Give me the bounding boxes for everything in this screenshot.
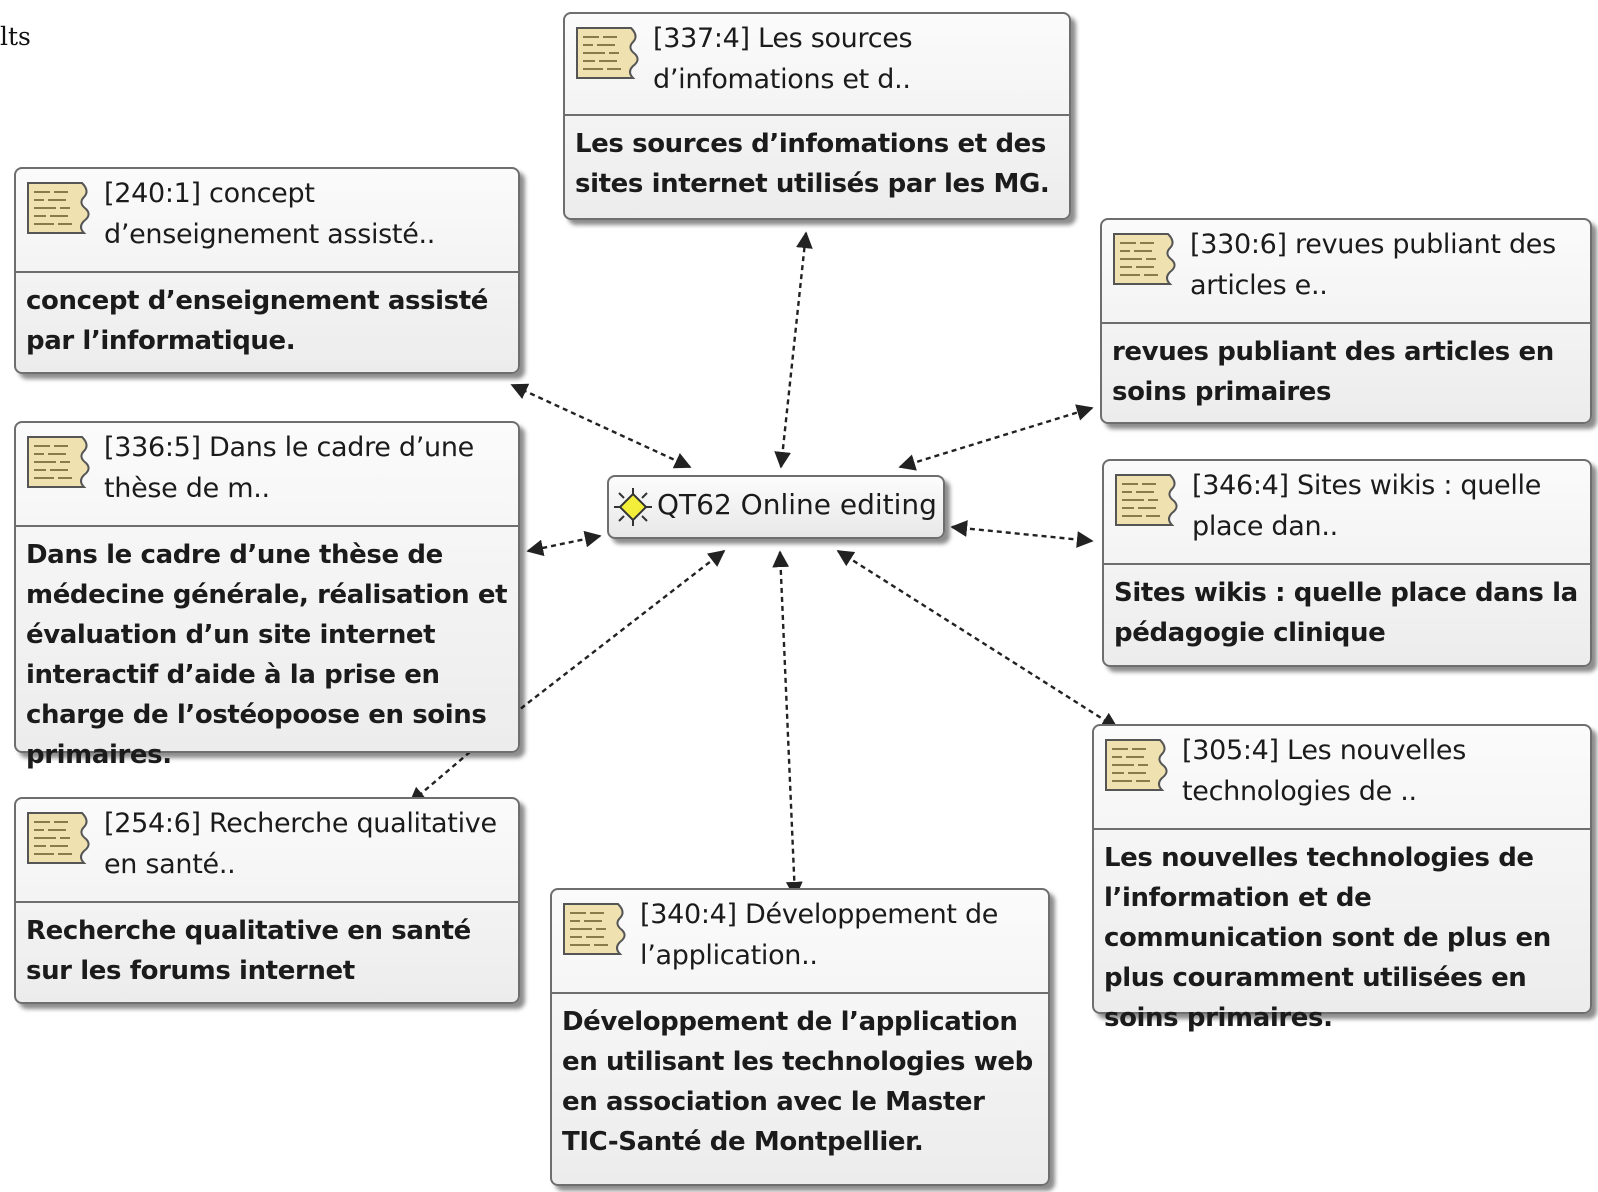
node-337-4[interactable]: [337:4] Les sources d’infomations et d..…	[563, 12, 1071, 220]
node-title: [240:1] concept d’enseignement assisté..	[104, 178, 436, 250]
node-header: [336:5] Dans le cadre d’une thèse de m..	[16, 423, 518, 527]
node-header: [337:4] Les sources d’infomations et d..	[565, 14, 1069, 116]
node-comment: Dans le cadre d’une thèse de médecine gé…	[26, 540, 508, 770]
center-node-qt62[interactable]: QT62 Online editing	[607, 475, 945, 539]
node-comment: Recherche qualitative en santé sur les f…	[26, 916, 471, 986]
node-header: [305:4] Les nouvelles technologies de ..	[1094, 726, 1590, 830]
link-340-4	[772, 550, 803, 899]
node-comment: Les nouvelles technologies de l’informat…	[1104, 843, 1551, 1033]
document-icon	[563, 903, 626, 955]
link-240-1	[510, 383, 692, 469]
node-240-1[interactable]: [240:1] concept d’enseignement assisté..…	[14, 167, 520, 374]
link-337-4	[774, 231, 813, 469]
node-comment: concept d’enseignement assisté par l’inf…	[26, 286, 488, 356]
node-title: [330:6] revues publiant des articles e..	[1190, 229, 1556, 301]
node-254-6[interactable]: [254:6] Recherche qualitative en santé..…	[14, 797, 520, 1004]
node-header: [346:4] Sites wikis : quelle place dan..	[1104, 461, 1590, 565]
document-icon	[1105, 739, 1168, 791]
document-icon	[1113, 233, 1176, 285]
node-comment: revues publiant des articles en soins pr…	[1112, 337, 1554, 407]
document-icon	[27, 182, 90, 234]
node-title: [254:6] Recherche qualitative en santé..	[104, 808, 497, 880]
node-comment: Développement de l’application en utilis…	[562, 1007, 1033, 1157]
center-node-label: QT62 Online editing	[657, 488, 937, 521]
node-336-5[interactable]: [336:5] Dans le cadre d’une thèse de m..…	[14, 421, 520, 770]
node-title: [346:4] Sites wikis : quelle place dan..	[1192, 470, 1542, 542]
document-icon	[1115, 474, 1178, 526]
link-254-6	[408, 549, 726, 805]
link-305-4	[836, 549, 1119, 730]
node-346-4[interactable]: [346:4] Sites wikis : quelle place dan..…	[1102, 459, 1592, 667]
link-346-4	[950, 520, 1094, 548]
node-title: [305:4] Les nouvelles technologies de ..	[1182, 735, 1467, 807]
node-title: [336:5] Dans le cadre d’une thèse de m..	[104, 432, 474, 504]
sun-network-icon	[614, 488, 652, 526]
node-header: [240:1] concept d’enseignement assisté..	[16, 169, 518, 273]
stray-text: lts	[0, 22, 31, 51]
node-title: [337:4] Les sources d’infomations et d..	[653, 23, 913, 95]
node-title: [340:4] Développement de l’application..	[640, 899, 999, 971]
link-330-6	[898, 404, 1094, 471]
node-330-6[interactable]: [330:6] revues publiant des articles e..…	[1100, 218, 1592, 424]
document-icon	[27, 436, 90, 488]
link-336-5	[526, 530, 602, 557]
node-header: [340:4] Développement de l’application..	[552, 890, 1048, 994]
node-comment: Sites wikis : quelle place dans la pédag…	[1114, 578, 1578, 648]
node-comment: Les sources d’infomations et des sites i…	[575, 129, 1050, 199]
document-icon	[576, 27, 639, 79]
node-305-4[interactable]: [305:4] Les nouvelles technologies de ..…	[1092, 724, 1592, 1033]
document-icon	[27, 812, 90, 864]
node-header: [330:6] revues publiant des articles e..	[1102, 220, 1590, 324]
node-header: [254:6] Recherche qualitative en santé..	[16, 799, 518, 903]
node-340-4[interactable]: [340:4] Développement de l’application..…	[550, 888, 1050, 1186]
